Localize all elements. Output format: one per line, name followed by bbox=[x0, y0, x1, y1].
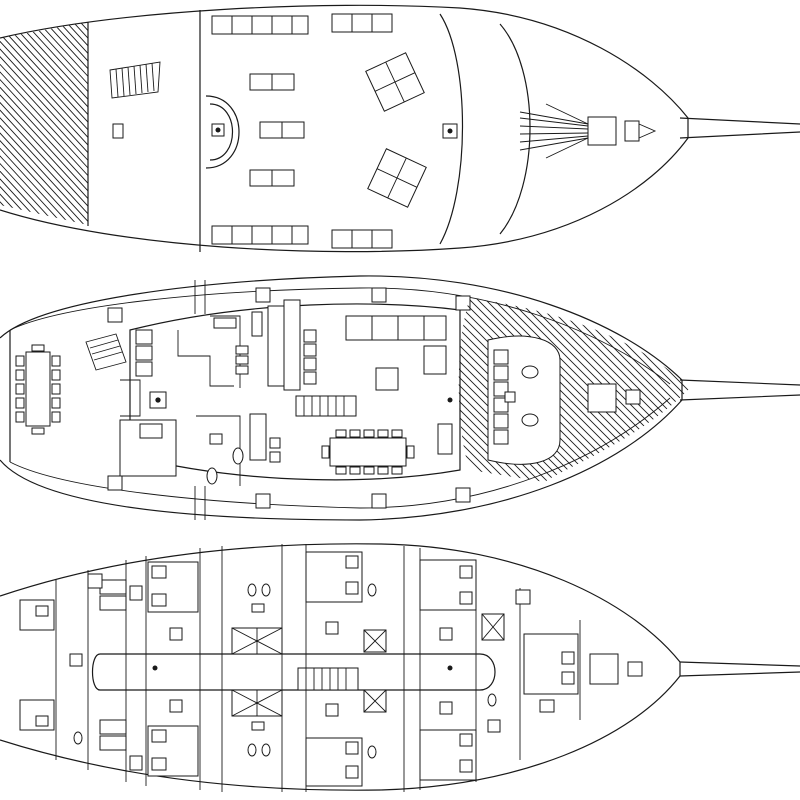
main-deck-stair-mid bbox=[296, 396, 356, 416]
sun-deck-stern-hatch bbox=[0, 0, 315, 240]
sun-deck-hull-outline bbox=[0, 5, 688, 251]
sun-deck-table-upper bbox=[366, 53, 424, 111]
lower-deck bbox=[0, 544, 800, 792]
sun-deck-bowsprit bbox=[680, 118, 800, 138]
sun-deck-benches bbox=[250, 74, 304, 186]
lower-deck-stair bbox=[298, 668, 358, 690]
sun-deck-table-lower bbox=[368, 149, 426, 207]
sun-deck-fore-curve bbox=[440, 14, 463, 244]
main-deck-deckhouse bbox=[130, 304, 460, 480]
sun-deck-stair bbox=[110, 62, 160, 98]
main-deck-inner-line bbox=[10, 288, 670, 508]
sun-deck-bow-rigging bbox=[520, 104, 655, 158]
sun-deck-hatch-small bbox=[113, 124, 123, 138]
main-deck-interior bbox=[120, 300, 452, 486]
lower-deck-bowsprit bbox=[680, 662, 800, 676]
main-deck-foredeck-cushions bbox=[494, 350, 640, 444]
sun-deck bbox=[0, 0, 800, 252]
sun-deck-fore-curve-2 bbox=[500, 24, 530, 234]
lower-deck-corridor bbox=[93, 654, 496, 690]
sun-loungers-bottom bbox=[212, 226, 392, 248]
main-deck-bowsprit bbox=[680, 380, 800, 400]
main-deck bbox=[0, 276, 800, 520]
main-deck-salon-dining-table bbox=[322, 430, 414, 474]
main-deck-stair-aft bbox=[86, 334, 126, 370]
sun-loungers-top bbox=[212, 14, 392, 34]
main-deck-aft-dining-table bbox=[16, 345, 60, 434]
main-deck-railing-posts bbox=[108, 288, 470, 508]
sun-deck-helm-station bbox=[206, 96, 239, 168]
lower-deck-hull-outline bbox=[0, 544, 680, 790]
lower-deck-cabins bbox=[20, 552, 642, 786]
